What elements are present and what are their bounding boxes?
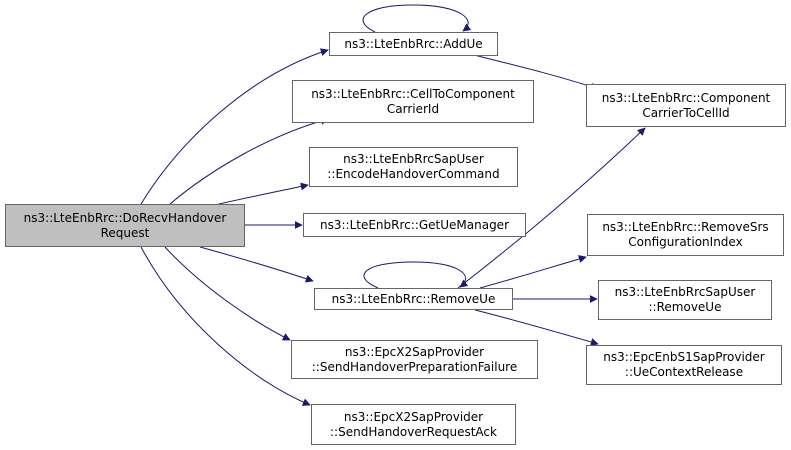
node-label-line: ns3::LteEnbRrc::AddUe [344, 36, 483, 51]
node-label-line: Request [100, 225, 150, 240]
node-label-line: ns3::LteEnbRrc::RemoveUe [331, 291, 496, 306]
node-label-line: ns3::LteEnbRrc::RemoveSrs [602, 220, 769, 234]
node-send-handover-request-ack[interactable]: ns3::EpcX2SapProvider ::SendHandoverRequ… [311, 404, 516, 445]
node-label-line: ns3::LteEnbRrcSapUser [343, 152, 484, 166]
node-cell-to-component-carrier-id[interactable]: ns3::LteEnbRrc::CellToComponent CarrierI… [292, 80, 534, 123]
edge-root-to-sendprepfailure [164, 246, 291, 341]
node-do-recv-handover-request[interactable]: ns3::LteEnbRrc::DoRecvHandover Request [5, 204, 245, 247]
node-label-line: ::EncodeHandoverCommand [327, 167, 500, 181]
node-component-carrier-to-cell-id[interactable]: ns3::LteEnbRrc::Component CarrierToCellI… [586, 84, 786, 127]
node-label-line: ns3::LteEnbRrc::GetUeManager [320, 217, 509, 232]
edge-removeue-self-loop [363, 261, 469, 289]
node-label-line: CarrierToCellId [642, 105, 730, 120]
node-remove-ue[interactable]: ns3::LteEnbRrc::RemoveUe [314, 288, 513, 310]
node-sap-user-remove-ue[interactable]: ns3::LteEnbRrcSapUser ::RemoveUe [598, 280, 772, 320]
edge-root-to-addue [140, 48, 329, 205]
node-get-ue-manager[interactable]: ns3::LteEnbRrc::GetUeManager [303, 213, 526, 237]
node-encode-handover-command[interactable]: ns3::LteEnbRrcSapUser ::EncodeHandoverCo… [309, 147, 518, 187]
node-label-line: ns3::EpcEnbS1SapProvider [603, 350, 765, 364]
edge-root-to-celltocomponent [169, 117, 329, 205]
node-label-line: ::SendHandoverPreparationFailure [311, 359, 518, 374]
node-label-line: ns3::LteEnbRrcSapUser [614, 285, 756, 299]
node-add-ue[interactable]: ns3::LteEnbRrc::AddUe [329, 32, 498, 56]
node-label-line: ::UeContextRelease [624, 365, 744, 379]
edge-addue-to-componenttocell [469, 53, 599, 91]
node-remove-srs-configuration-index[interactable]: ns3::LteEnbRrc::RemoveSrs ConfigurationI… [587, 214, 784, 256]
edge-root-to-removeue [199, 246, 314, 283]
node-label-line: ns3::LteEnbRrc::Component [601, 90, 771, 105]
edge-removeue-to-componenttocell [457, 127, 646, 289]
node-label-line: ::RemoveUe [648, 300, 722, 314]
node-send-handover-preparation-failure[interactable]: ns3::EpcX2SapProvider ::SendHandoverPrep… [291, 340, 538, 379]
edge-root-to-encodehandover [214, 182, 309, 206]
node-ue-context-release[interactable]: ns3::EpcEnbS1SapProvider ::UeContextRele… [586, 345, 782, 385]
node-label-line: ns3::LteEnbRrc::CellToComponent [311, 86, 515, 101]
node-label-line: ns3::EpcX2SapProvider [343, 409, 484, 424]
edge-addue-self-loop [362, 4, 472, 33]
node-label-line: CarrierId [386, 101, 440, 116]
node-label-line: ConfigurationIndex [628, 235, 743, 249]
node-label-line: ns3::EpcX2SapProvider [344, 344, 485, 359]
node-label-line: ns3::LteEnbRrc::DoRecvHandover [23, 210, 227, 225]
edge-removeue-to-removesrs [479, 255, 587, 289]
edge-root-to-sendrequestack [140, 246, 311, 406]
node-label-line: ::SendHandoverRequestAck [330, 424, 497, 439]
edge-removeue-to-uecontextrelease [474, 309, 599, 346]
